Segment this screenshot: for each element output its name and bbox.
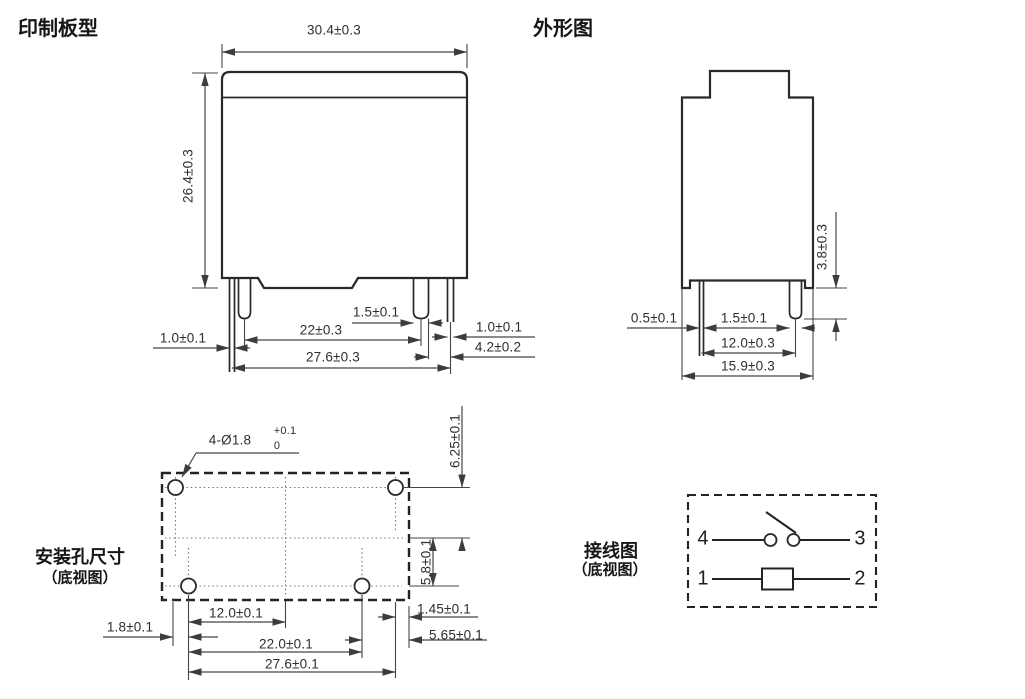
dim-thin-pin-label: 0.5±0.1 — [630, 310, 678, 326]
dim-pin-span-label: 27.6±0.3 — [305, 349, 361, 365]
relay-body-side — [680, 69, 815, 290]
dim-wide-pin-label: 1.5±0.1 — [352, 304, 400, 320]
mounting-view-label: 安装孔尺寸 — [35, 547, 125, 567]
dim-overall-span-label: 27.6±0.1 — [264, 656, 320, 672]
mounting-hole-bottom-right — [353, 577, 371, 595]
pin-number-3: 3 — [854, 527, 866, 550]
pin-number-1: 1 — [697, 567, 709, 590]
mounting-view-sublabel: （底视图） — [42, 569, 118, 587]
outline-side-view — [627, 69, 847, 380]
dim-left-hole-offset-label: 1.8±0.1 — [106, 619, 154, 635]
wiring-view-sublabel: （底视图） — [572, 561, 648, 579]
title-pcb-type: 印制板型 — [18, 18, 98, 40]
footprint-outline — [160, 471, 411, 602]
dim-height-label: 26.4±0.3 — [180, 148, 196, 204]
contact-terminal-right — [786, 533, 801, 547]
pin-number-2: 2 — [854, 567, 866, 590]
dim-right-pin-label: 1.0±0.1 — [475, 319, 523, 335]
contact-terminal-left — [763, 533, 778, 547]
dim-body-depth-label: 15.9±0.3 — [720, 358, 776, 374]
dim-width-label: 30.4±0.3 — [306, 22, 362, 38]
center-lines — [165, 477, 406, 597]
dim-right-top-label: 1.45±0.1 — [416, 601, 472, 617]
thin-pin-right — [446, 278, 455, 322]
dim-pin-length-label: 3.8±0.3 — [814, 223, 830, 271]
hole-callout-label: 4-Ø1.8 — [208, 432, 252, 448]
wide-pin-side — [788, 280, 803, 320]
dim-pin-pitch-label: 12.0±0.3 — [720, 335, 776, 351]
extension-lines-side — [681, 287, 847, 380]
hole-tolerance-upper: +0.1 — [273, 425, 297, 437]
wide-pin-left — [237, 278, 252, 320]
dim-wide-pin-side-label: 1.5±0.1 — [720, 310, 768, 326]
dim-right-offset-label: 4.2±0.2 — [474, 339, 522, 355]
callout-leader-arrow — [181, 452, 197, 478]
wiring-diagram — [686, 493, 878, 609]
contact-lever — [765, 511, 797, 534]
wide-pin-right — [412, 278, 430, 320]
dim-row-gap-label: 5.8±0.1 — [418, 538, 434, 586]
title-outline: 外形图 — [533, 18, 593, 40]
mounting-hole-top-left — [167, 479, 184, 496]
wiring-outline — [686, 493, 878, 609]
pin-number-4: 4 — [697, 527, 709, 550]
thin-pin-left — [228, 278, 236, 372]
wiring-view-label: 接线图 — [584, 541, 638, 561]
dim-row-offset-label: 6.25±0.1 — [447, 413, 463, 469]
mounting-hole-top-right — [387, 479, 404, 496]
dim-hole-to-center-label: 12.0±0.1 — [208, 605, 264, 621]
pcb-front-view — [153, 44, 535, 374]
dim-left-pin-label: 1.0±0.1 — [159, 330, 207, 346]
relay-body-front — [220, 70, 469, 290]
coil-symbol — [761, 567, 794, 591]
hole-tolerance-lower: 0 — [273, 440, 281, 452]
dim-right-bottom-label: 5.65±0.1 — [428, 627, 484, 643]
thin-pin-side — [698, 280, 705, 356]
mounting-hole-bottom-left — [180, 577, 197, 595]
dim-bottom-span-label: 22.0±0.1 — [258, 636, 314, 652]
mounting-hole-view — [103, 406, 487, 680]
dim-wide-pitch-label: 22±0.3 — [299, 322, 343, 338]
